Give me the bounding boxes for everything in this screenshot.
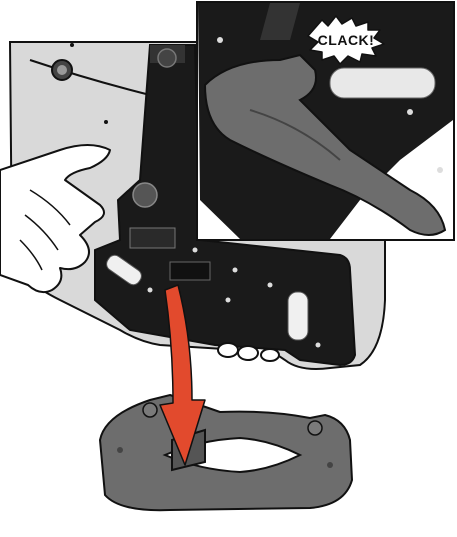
- base-stand: [100, 395, 352, 510]
- clack-callout: CLACK!: [318, 32, 375, 48]
- inset-detail: CLACK!: [197, 2, 454, 240]
